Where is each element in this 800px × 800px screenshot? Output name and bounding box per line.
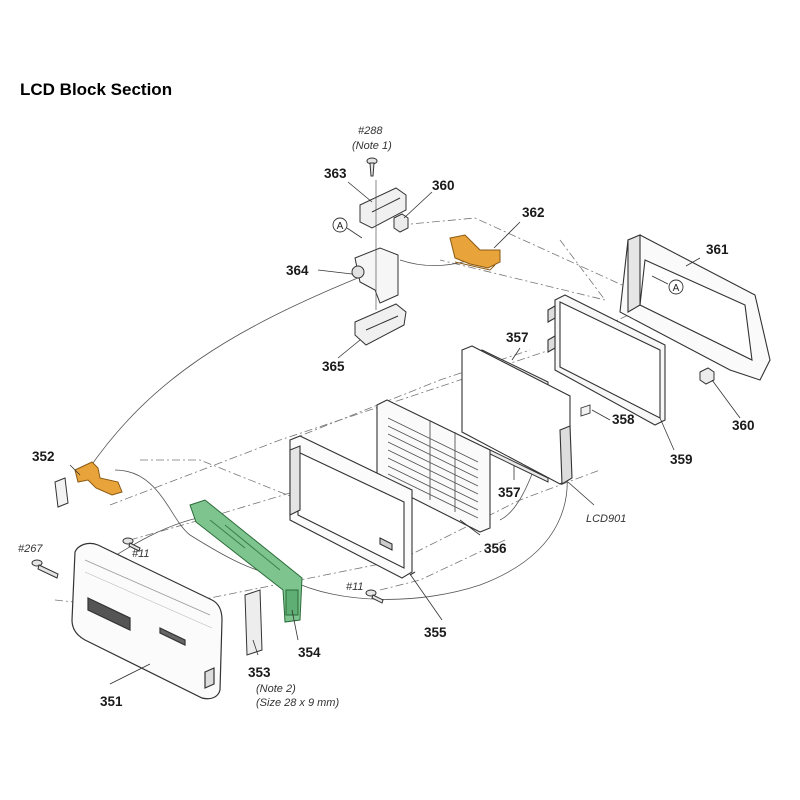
label-355: 355 bbox=[424, 625, 447, 640]
svg-text:A: A bbox=[337, 221, 344, 232]
label-361: 361 bbox=[706, 242, 729, 257]
label-360-right: 360 bbox=[732, 418, 755, 433]
ref-screw-11-left: #11 bbox=[132, 548, 150, 560]
marker-a-upper: A bbox=[332, 217, 363, 239]
label-360-upper: 360 bbox=[432, 178, 455, 193]
screw-11-left bbox=[122, 537, 141, 552]
screw-11-right bbox=[365, 589, 384, 604]
note-1: (Note 1) bbox=[352, 140, 392, 152]
part-360-block-a bbox=[393, 213, 409, 233]
label-353: 353 bbox=[248, 665, 271, 680]
part-365-bracket bbox=[354, 303, 407, 346]
page-title: LCD Block Section bbox=[20, 80, 173, 99]
part-360-block-b bbox=[699, 367, 715, 385]
note-2: (Note 2) bbox=[256, 683, 296, 695]
part-353-sheet bbox=[244, 589, 263, 656]
label-356: 356 bbox=[484, 541, 507, 556]
part-364-shaft-assembly bbox=[351, 180, 399, 310]
part-351-cover bbox=[71, 542, 223, 700]
marker-a-right: A bbox=[651, 275, 684, 295]
part-355-frame bbox=[289, 435, 416, 579]
label-358: 358 bbox=[612, 412, 635, 427]
part-358-sheet bbox=[580, 404, 591, 417]
part-363-bracket bbox=[359, 187, 407, 229]
part-356-backlight bbox=[376, 399, 491, 533]
label-363: 363 bbox=[324, 166, 347, 181]
svg-text:A: A bbox=[673, 283, 680, 294]
ref-screw-267: #267 bbox=[18, 543, 43, 555]
label-362: 362 bbox=[522, 205, 545, 220]
label-357-lower: 357 bbox=[498, 485, 521, 500]
label-357-upper: 357 bbox=[506, 330, 529, 345]
part-361-lcd-frame bbox=[619, 234, 771, 381]
ref-screw-11-right: #11 bbox=[346, 581, 364, 593]
label-354: 354 bbox=[298, 645, 321, 660]
label-351: 351 bbox=[100, 694, 123, 709]
size-note: (Size 28 x 9 mm) bbox=[256, 697, 339, 709]
ref-lcd901: LCD901 bbox=[586, 513, 626, 525]
label-352: 352 bbox=[32, 449, 55, 464]
screw-288 bbox=[366, 157, 378, 177]
part-354-pc-board bbox=[189, 499, 303, 623]
label-365: 365 bbox=[322, 359, 345, 374]
ref-screw-288: #288 bbox=[358, 125, 383, 137]
leader-lines bbox=[69, 181, 741, 685]
label-359: 359 bbox=[670, 452, 693, 467]
part-359-lcd-panel bbox=[547, 294, 666, 426]
screw-267 bbox=[31, 559, 59, 579]
label-364: 364 bbox=[286, 263, 309, 278]
part-352-bracket bbox=[54, 461, 123, 508]
part-light-guide-sheet bbox=[461, 345, 573, 485]
part-362-hinge bbox=[449, 234, 501, 271]
